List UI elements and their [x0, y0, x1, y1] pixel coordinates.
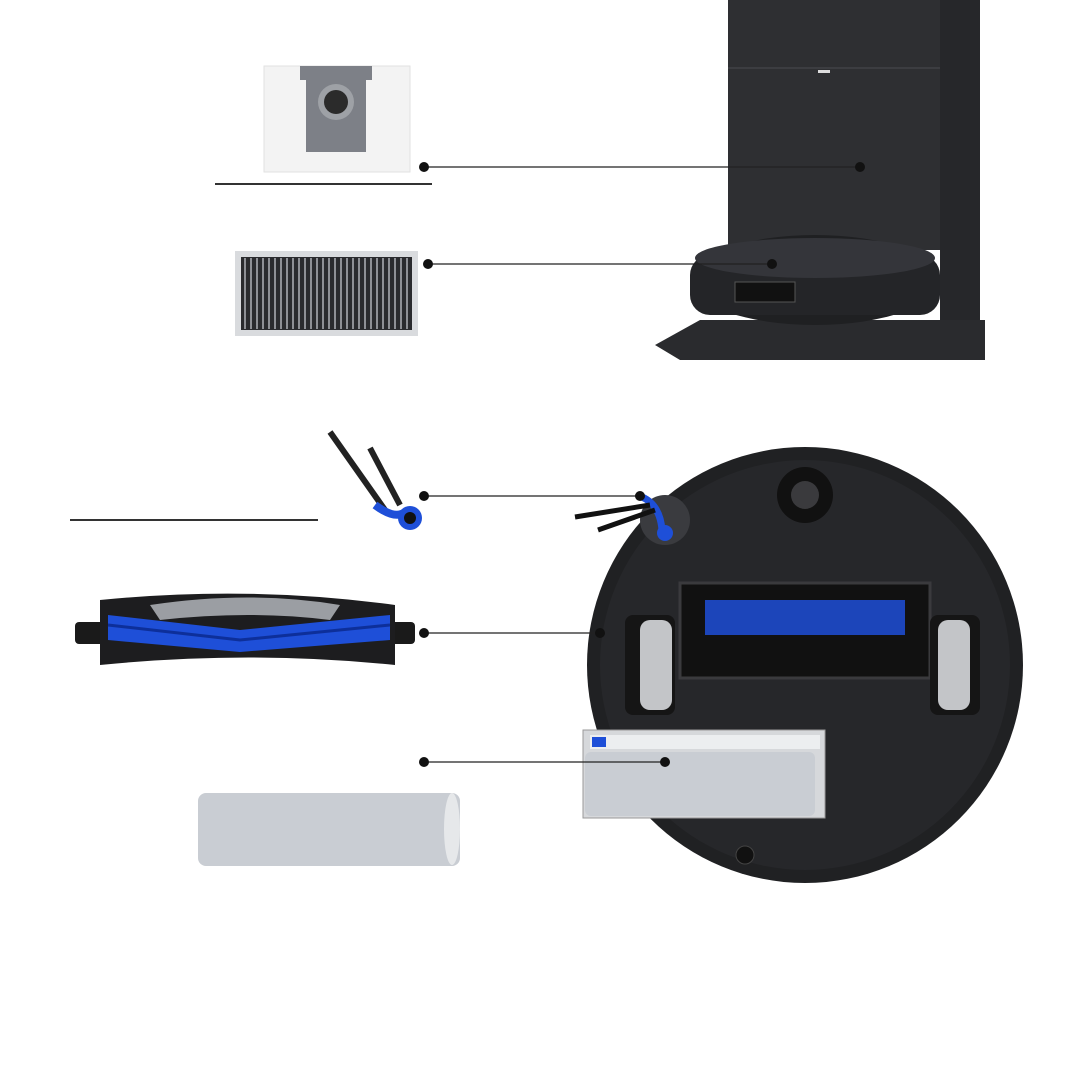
filter-pleat [310, 258, 312, 329]
callout-dot [419, 491, 429, 501]
divider-line [215, 183, 432, 185]
filter-pleat [382, 258, 384, 329]
filter-pleat [328, 258, 330, 329]
mop-roller-icon [198, 793, 460, 866]
callout-dot [660, 757, 670, 767]
docking-station [655, 0, 985, 360]
filter-pleat [352, 258, 354, 329]
filter-pleat [358, 258, 360, 329]
filter-pleat [394, 258, 396, 329]
filter-pleat [268, 258, 270, 329]
filter-pleat [244, 258, 246, 329]
filter-pleat [280, 258, 282, 329]
callout-lines [419, 162, 865, 767]
callout-dot [423, 259, 433, 269]
dust-bag-icon [263, 65, 411, 173]
filter-pleat [256, 258, 258, 329]
filter-pleat [316, 258, 318, 329]
filter-pleat [400, 258, 402, 329]
filter-pleat [406, 258, 408, 329]
filter-pleat [346, 258, 348, 329]
hepa-filter-icon [235, 251, 418, 336]
main-brush-icon [75, 593, 415, 665]
filter-pleat [292, 258, 294, 329]
callout-dot [767, 259, 777, 269]
filter-pleat [388, 258, 390, 329]
filter-pleat [298, 258, 300, 329]
filter-pleat [274, 258, 276, 329]
filter-pleat [262, 258, 264, 329]
side-brush-icon [327, 430, 422, 530]
divider-line [70, 519, 318, 521]
filter-pleat [250, 258, 252, 329]
filter-pleat [376, 258, 378, 329]
callout-dot [595, 628, 605, 638]
callout-dot [419, 757, 429, 767]
robot-vacuum-underside [574, 447, 1023, 883]
filter-pleat [370, 258, 372, 329]
callout-dot [419, 628, 429, 638]
filter-pleat [364, 258, 366, 329]
filter-pleat [340, 258, 342, 329]
callout-dot [635, 491, 645, 501]
filter-pleat [322, 258, 324, 329]
filter-pleat [286, 258, 288, 329]
callout-dot [419, 162, 429, 172]
filter-pleat [304, 258, 306, 329]
callout-dot [855, 162, 865, 172]
filter-pleat [334, 258, 336, 329]
